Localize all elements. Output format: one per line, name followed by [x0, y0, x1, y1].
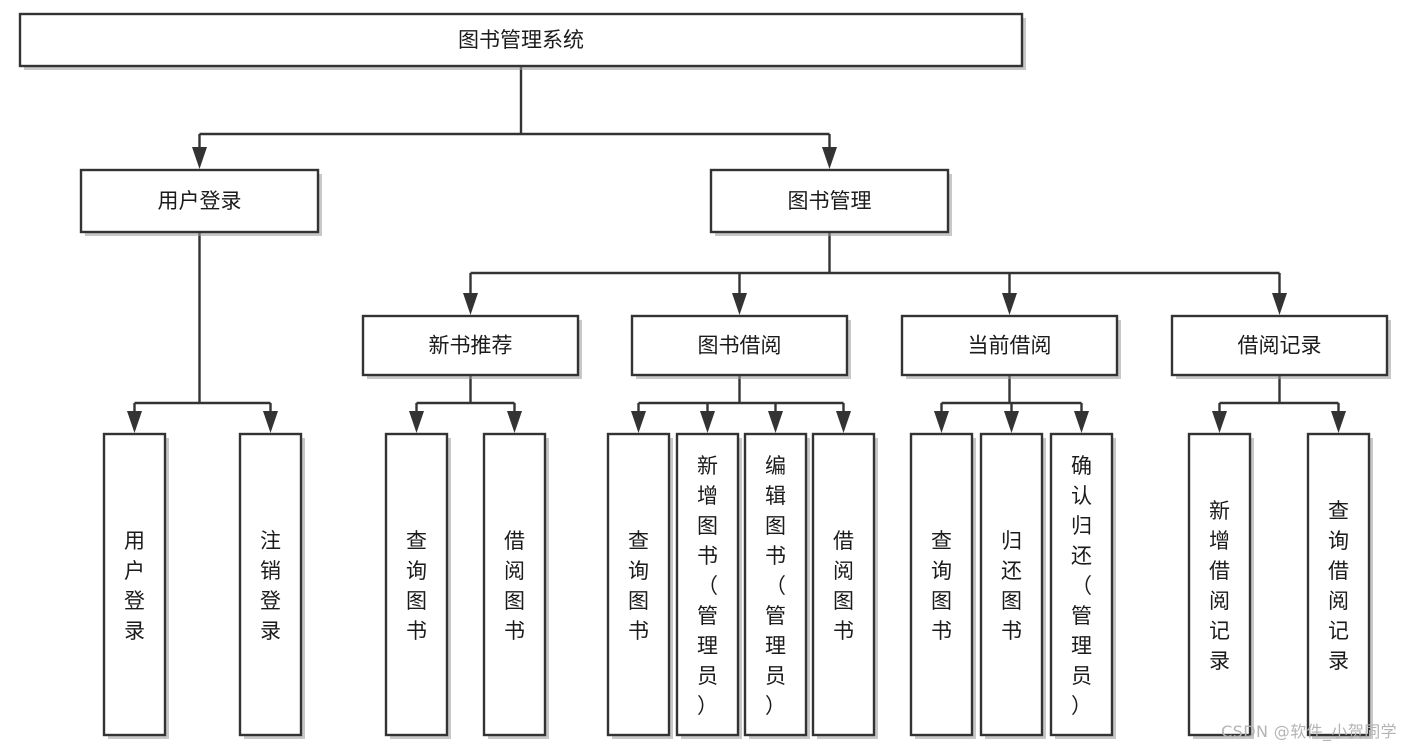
node-label: 归还图书: [1001, 529, 1022, 643]
node-label: 新增图书（管理员）: [697, 454, 718, 718]
connector-group: [127, 232, 278, 433]
node-label: 新书推荐: [429, 334, 513, 358]
node-box[interactable]: [606, 432, 671, 737]
node-box[interactable]: [909, 432, 974, 737]
connector-group: [1212, 375, 1346, 433]
node-layer: 图书管理系统用户登录图书管理新书推荐图书借阅当前借阅借阅记录用户登录注销登录查询…: [18, 12, 1391, 739]
node-book-manage[interactable]: 图书管理: [709, 168, 952, 236]
node-label: 借阅记录: [1238, 334, 1322, 358]
node-leaf-user-login[interactable]: 用户登录: [102, 432, 169, 739]
node-label: 图书借阅: [698, 334, 782, 358]
node-box[interactable]: [675, 432, 740, 737]
node-label: 借阅图书: [833, 529, 854, 643]
node-box[interactable]: [361, 314, 580, 377]
node-borrow-record[interactable]: 借阅记录: [1170, 314, 1391, 379]
node-box[interactable]: [384, 432, 449, 737]
node-label: 查询图书: [628, 529, 649, 643]
node-user-login[interactable]: 用户登录: [79, 168, 322, 236]
node-leaf-confirm-return[interactable]: 确认归还（管理员）: [1049, 432, 1116, 739]
connector-group: [192, 66, 837, 169]
node-box[interactable]: [238, 432, 303, 737]
connector-group: [463, 232, 1287, 315]
node-root[interactable]: 图书管理系统: [18, 12, 1026, 70]
node-leaf-borrow-book-1[interactable]: 借阅图书: [482, 432, 549, 739]
node-box[interactable]: [18, 12, 1024, 68]
node-box[interactable]: [102, 432, 167, 737]
node-label: 新增借阅记录: [1209, 499, 1230, 673]
node-box[interactable]: [900, 314, 1119, 377]
node-box[interactable]: [79, 168, 320, 234]
node-label: 确认归还（管理员）: [1071, 454, 1092, 718]
node-label: 查询借阅记录: [1328, 499, 1349, 673]
node-label: 用户登录: [124, 529, 145, 643]
node-box[interactable]: [811, 432, 876, 737]
node-leaf-query-book-3[interactable]: 查询图书: [909, 432, 976, 739]
node-new-book-rec[interactable]: 新书推荐: [361, 314, 582, 379]
node-leaf-return-book[interactable]: 归还图书: [979, 432, 1046, 739]
node-leaf-borrow-book-2[interactable]: 借阅图书: [811, 432, 878, 739]
node-label: 用户登录: [158, 189, 242, 213]
node-leaf-query-record[interactable]: 查询借阅记录: [1306, 432, 1373, 739]
node-label: 编辑图书（管理员）: [765, 454, 786, 718]
node-box[interactable]: [630, 314, 849, 377]
node-label: 查询图书: [406, 529, 427, 643]
node-label: 查询图书: [931, 529, 952, 643]
connector-group: [631, 375, 851, 433]
node-leaf-query-book-1[interactable]: 查询图书: [384, 432, 451, 739]
node-box[interactable]: [709, 168, 950, 234]
node-book-borrow[interactable]: 图书借阅: [630, 314, 851, 379]
csdn-watermark: CSDN @软件_小贺同学: [1221, 722, 1397, 741]
node-label: 图书管理系统: [458, 28, 584, 52]
node-box[interactable]: [1187, 432, 1252, 737]
node-label: 借阅图书: [504, 529, 525, 643]
node-leaf-edit-book[interactable]: 编辑图书（管理员）: [743, 432, 810, 739]
node-label: 图书管理: [788, 189, 872, 213]
node-current-borrow[interactable]: 当前借阅: [900, 314, 1121, 379]
connection-layer: [127, 66, 1346, 433]
node-box[interactable]: [1170, 314, 1389, 377]
node-label: 注销登录: [260, 529, 281, 643]
node-leaf-add-book[interactable]: 新增图书（管理员）: [675, 432, 742, 739]
node-leaf-user-logout[interactable]: 注销登录: [238, 432, 305, 739]
connector-group: [409, 375, 522, 433]
connector-group: [934, 375, 1089, 433]
node-label: 当前借阅: [968, 334, 1052, 358]
node-leaf-add-record[interactable]: 新增借阅记录: [1187, 432, 1254, 739]
node-box[interactable]: [743, 432, 808, 737]
node-box[interactable]: [1306, 432, 1371, 737]
node-box[interactable]: [979, 432, 1044, 737]
node-leaf-query-book-2[interactable]: 查询图书: [606, 432, 673, 739]
node-box[interactable]: [482, 432, 547, 737]
node-box[interactable]: [1049, 432, 1114, 737]
